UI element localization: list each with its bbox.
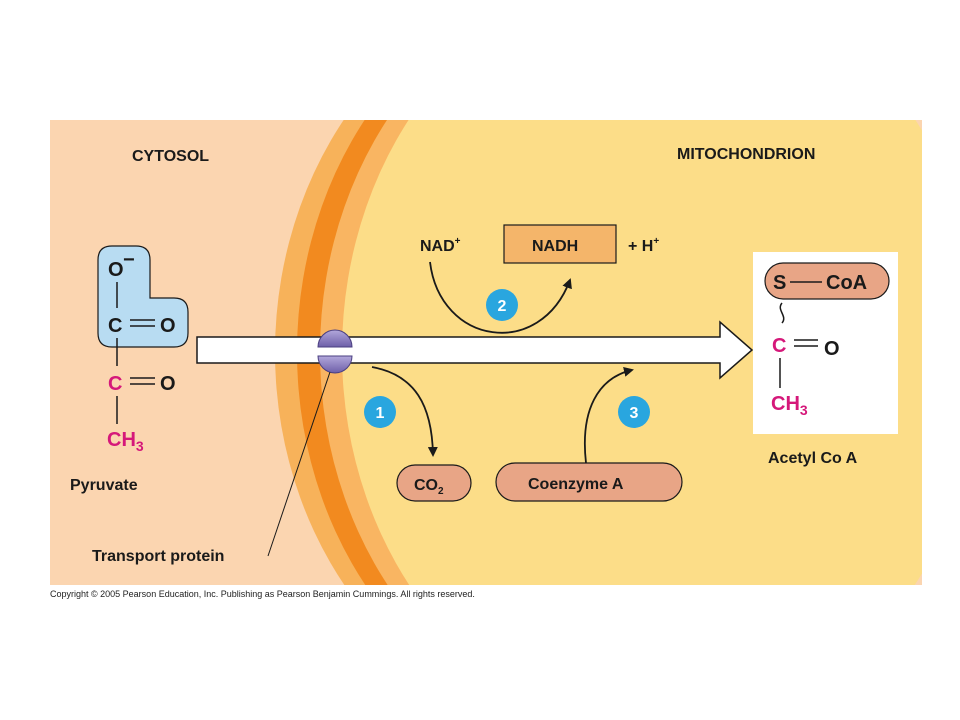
- transport-protein-pointer: [267, 371, 331, 557]
- acetyl-coa-molecule: S CoA C O CH3: [753, 252, 898, 434]
- nadh-box: [503, 224, 617, 264]
- acetyl-carbonyl-carbon: C: [772, 335, 786, 357]
- coenzyme-a-arrow: [584, 366, 634, 464]
- nadh-label: NADH: [532, 238, 578, 255]
- nad-reduction-arrow: [429, 261, 572, 334]
- co2-pill: [396, 464, 472, 502]
- co2-label: CO2: [414, 477, 444, 497]
- step-2-badge: 2: [486, 289, 518, 321]
- mitochondrion-label: MITOCHONDRION: [677, 146, 815, 163]
- carboxylate-highlight: [97, 245, 189, 348]
- transport-protein-label: Transport protein: [92, 548, 224, 565]
- pyruvate-label: Pyruvate: [70, 477, 138, 494]
- cytosol-label: CYTOSOL: [132, 148, 209, 165]
- step-1-badge: 1: [364, 396, 396, 428]
- svg-text:2: 2: [498, 298, 507, 315]
- acetyl-coa-label: Acetyl Co A: [768, 450, 858, 467]
- acetyl-sulfur: S: [773, 272, 786, 294]
- copyright-notice: Copyright © 2005 Pearson Education, Inc.…: [50, 589, 475, 599]
- pyruvate-molecule: O − C O C O CH3: [97, 245, 189, 454]
- pyruvate-keto-oxygen: O: [160, 373, 176, 395]
- coenzyme-a-pill: [495, 462, 683, 502]
- pyruvate-carboxyl-carbon: C: [108, 315, 122, 337]
- pyruvate-o-minus: O: [108, 259, 124, 281]
- thioester-bond: [779, 302, 785, 324]
- svg-text:1: 1: [376, 405, 385, 422]
- decarboxylation-arrow: [371, 366, 438, 457]
- coenzyme-a-label: Coenzyme A: [528, 476, 624, 493]
- h-plus-label: + H+: [628, 236, 659, 255]
- pyruvate-keto-carbon: C: [108, 373, 122, 395]
- nad-plus-label: NAD+: [420, 236, 461, 255]
- svg-text:3: 3: [630, 405, 639, 422]
- transport-arrow: [196, 320, 754, 380]
- step-3-badge: 3: [618, 396, 650, 428]
- acetyl-carbonyl-oxygen: O: [824, 338, 840, 360]
- transport-protein: [317, 329, 353, 374]
- pyruvate-carboxyl-oxygen: O: [160, 315, 176, 337]
- pyruvate-methyl-carbon: CH3: [107, 429, 144, 454]
- acetyl-methyl-carbon: CH3: [771, 393, 808, 418]
- pyruvate-minus-sign: −: [123, 249, 135, 271]
- acetyl-coa-group: CoA: [826, 272, 867, 294]
- coa-pill: [764, 262, 890, 300]
